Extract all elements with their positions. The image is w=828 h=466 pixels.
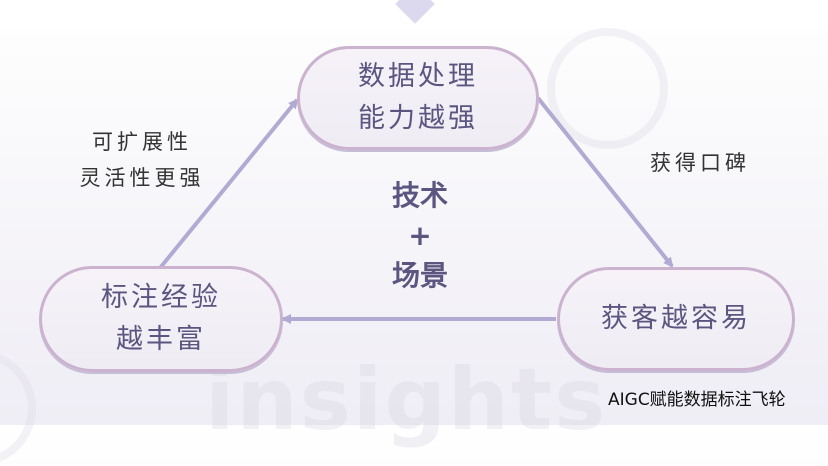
node-data-processing: 数据处理 能力越强 [297,46,539,150]
node-top-line1: 数据处理 [358,61,478,92]
center-line3: 场景 [391,259,448,292]
center-line2: + [408,219,432,252]
arrow-left-to-top [158,98,299,270]
node-top-line2: 能力越强 [358,103,478,134]
edge-label-left-line2: 灵活性更强 [79,166,205,190]
edge-label-right: 获得口碑 [650,151,750,175]
edge-label-left: 可扩展性 灵活性更强 [62,124,222,196]
node-annotation-experience: 标注经验 越丰富 [39,266,283,372]
flywheel-arrows [158,96,674,324]
watermark-circle [547,28,668,149]
node-left-line1: 标注经验 [101,282,221,313]
node-right-line1: 获客越容易 [601,303,751,334]
node-customer-acquisition: 获客越容易 [557,267,795,371]
edge-label-left-line1: 可扩展性 [92,130,192,154]
arrow-top-to-right [536,96,674,268]
node-left-line2: 越丰富 [116,324,206,355]
center-label: 技术 + 场景 [370,176,470,296]
center-line1: 技术 [391,179,448,212]
diagram-caption: AIGC赋能数据标注飞轮 [608,390,786,410]
